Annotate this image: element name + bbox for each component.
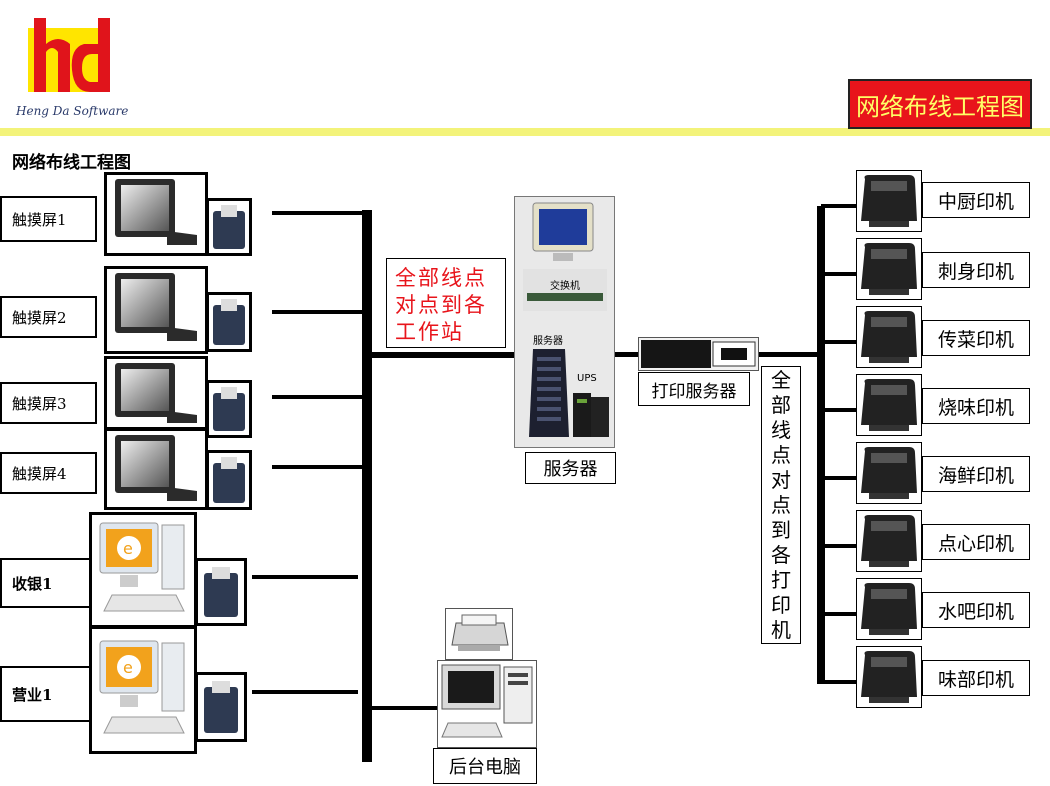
kitchen-printer-icon — [856, 578, 922, 640]
touch-terminal-icon — [104, 428, 208, 510]
branch-line — [252, 575, 358, 579]
server-device-label: 服务器 — [533, 336, 563, 347]
dot-matrix-printer-icon — [445, 608, 513, 660]
terminal-label-4: 触摸屏4 — [0, 452, 97, 494]
printer-branch — [821, 612, 859, 616]
kitchen-printer-icon — [856, 170, 922, 232]
trunk-to-server — [372, 352, 514, 358]
server-rack: 交换机 服务器 UPS — [514, 196, 615, 448]
left-trunk — [362, 210, 372, 762]
logo-subtitle: Heng Da Software — [16, 104, 129, 118]
kitchen-printer-icon — [856, 442, 922, 504]
branch-line — [252, 690, 358, 694]
right-trunk — [817, 206, 825, 684]
annotation-char: 点 — [771, 442, 791, 467]
kitchen-printer-icon — [856, 646, 922, 708]
annotation-char: 点 — [771, 492, 791, 517]
annotation-char: 线 — [771, 417, 791, 442]
server-caption: 服务器 — [525, 452, 616, 484]
printer-branch — [821, 476, 859, 480]
ups-label: UPS — [577, 373, 597, 384]
printer-row: 中厨印机 — [856, 170, 1032, 234]
company-logo — [14, 14, 124, 124]
switch-device: 交换机 — [523, 269, 607, 311]
header-badge: 网络布线工程图 — [848, 79, 1032, 129]
branch-line — [272, 211, 364, 215]
printer-row: 刺身印机 — [856, 238, 1032, 302]
printer-label: 传菜印机 — [922, 320, 1030, 356]
printer-branch — [821, 544, 859, 548]
header-rule — [0, 128, 1050, 136]
touch-terminal-icon — [104, 172, 208, 256]
printer-branch — [821, 272, 859, 276]
annotation-printers: 全 部 线 点 对 点 到 各 打 印 机 — [761, 366, 801, 644]
terminal-label-3: 触摸屏3 — [0, 382, 97, 424]
printer-label: 海鲜印机 — [922, 456, 1030, 492]
desktop-pc-icon: e — [89, 626, 197, 754]
receipt-printer-icon — [206, 198, 252, 256]
annotation-char: 部 — [771, 392, 791, 417]
branch-line — [272, 465, 364, 469]
svg-text:e: e — [123, 658, 133, 677]
annotation-char: 机 — [771, 617, 791, 642]
annotation-char: 打 — [771, 567, 791, 592]
svg-text:e: e — [123, 539, 133, 558]
switch-label: 交换机 — [550, 281, 580, 292]
kitchen-printer-icon — [856, 306, 922, 368]
annotation-workstations-text: 全部线点对点到各工作站 — [395, 266, 487, 344]
printer-row: 点心印机 — [856, 510, 1032, 574]
printer-label: 中厨印机 — [922, 182, 1030, 218]
printer-row: 水吧印机 — [856, 578, 1032, 642]
kitchen-printer-icon — [856, 238, 922, 300]
printer-row: 传菜印机 — [856, 306, 1032, 370]
diagram-title: 网络布线工程图 — [12, 153, 131, 173]
printer-row: 海鲜印机 — [856, 442, 1032, 506]
server-to-printserver — [615, 352, 641, 357]
kitchen-printer-icon — [856, 510, 922, 572]
pc-label-business: 营业1 — [0, 666, 92, 722]
printer-branch — [821, 680, 859, 684]
terminal-label-2: 触摸屏2 — [0, 296, 97, 338]
receipt-printer-icon — [195, 558, 247, 626]
branch-line — [272, 395, 364, 399]
printer-label: 刺身印机 — [922, 252, 1030, 288]
printer-branch — [821, 408, 859, 412]
printer-branch — [821, 204, 859, 208]
annotation-char: 全 — [771, 367, 791, 392]
pc-label-cashier: 收银1 — [0, 558, 92, 608]
receipt-printer-icon — [206, 292, 252, 352]
branch-line — [372, 706, 438, 710]
printserver-to-bus — [756, 352, 822, 357]
print-server-caption: 打印服务器 — [638, 372, 750, 406]
printer-label: 水吧印机 — [922, 592, 1030, 628]
receipt-printer-icon — [206, 380, 252, 438]
annotation-char: 印 — [771, 592, 791, 617]
backoffice-pc-icon — [437, 660, 537, 748]
receipt-printer-icon — [206, 450, 252, 510]
terminal-label-1: 触摸屏1 — [0, 196, 97, 242]
touch-terminal-icon — [104, 266, 208, 354]
printer-row: 味部印机 — [856, 646, 1032, 710]
receipt-printer-icon — [195, 672, 247, 742]
branch-line — [272, 310, 364, 314]
desktop-pc-icon: e — [89, 512, 197, 628]
annotation-char: 到 — [771, 517, 791, 542]
print-server-icon — [638, 337, 759, 371]
printer-row: 烧味印机 — [856, 374, 1032, 438]
annotation-char: 各 — [771, 542, 791, 567]
kitchen-printer-icon — [856, 374, 922, 436]
annotation-char: 对 — [771, 467, 791, 492]
printer-branch — [821, 340, 859, 344]
printer-label: 味部印机 — [922, 660, 1030, 696]
backoffice-caption: 后台电脑 — [433, 748, 537, 784]
printer-label: 点心印机 — [922, 524, 1030, 560]
touch-terminal-icon — [104, 356, 208, 430]
printer-label: 烧味印机 — [922, 388, 1030, 424]
annotation-workstations: 全部线点对点到各工作站 — [386, 258, 506, 348]
